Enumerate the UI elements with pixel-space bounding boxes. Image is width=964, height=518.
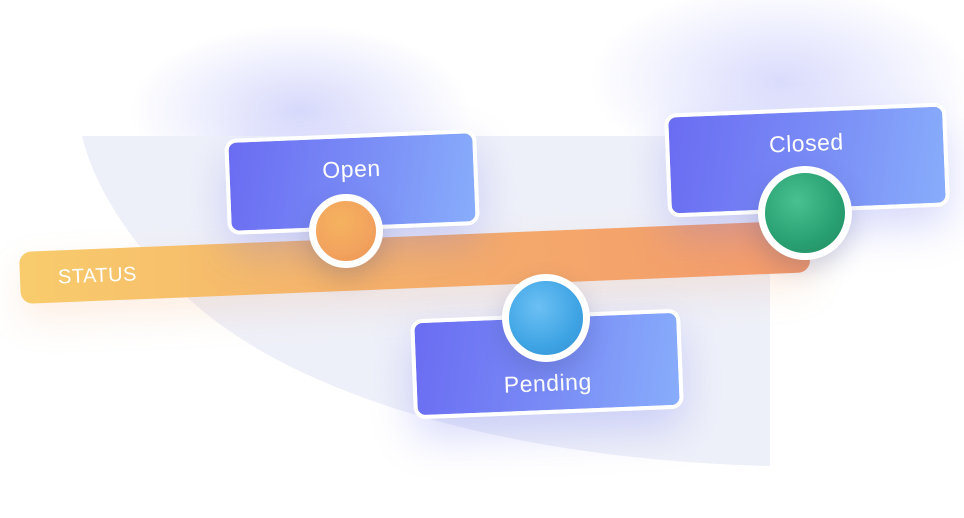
status-dot-pending	[502, 274, 590, 362]
status-card-open-label: Open	[321, 154, 382, 184]
status-dot-open	[309, 194, 383, 268]
status-card-pending-label: Pending	[503, 368, 593, 398]
status-track-label: STATUS	[57, 263, 138, 289]
status-dot-closed	[758, 166, 852, 260]
status-card-closed-label: Closed	[768, 128, 845, 158]
